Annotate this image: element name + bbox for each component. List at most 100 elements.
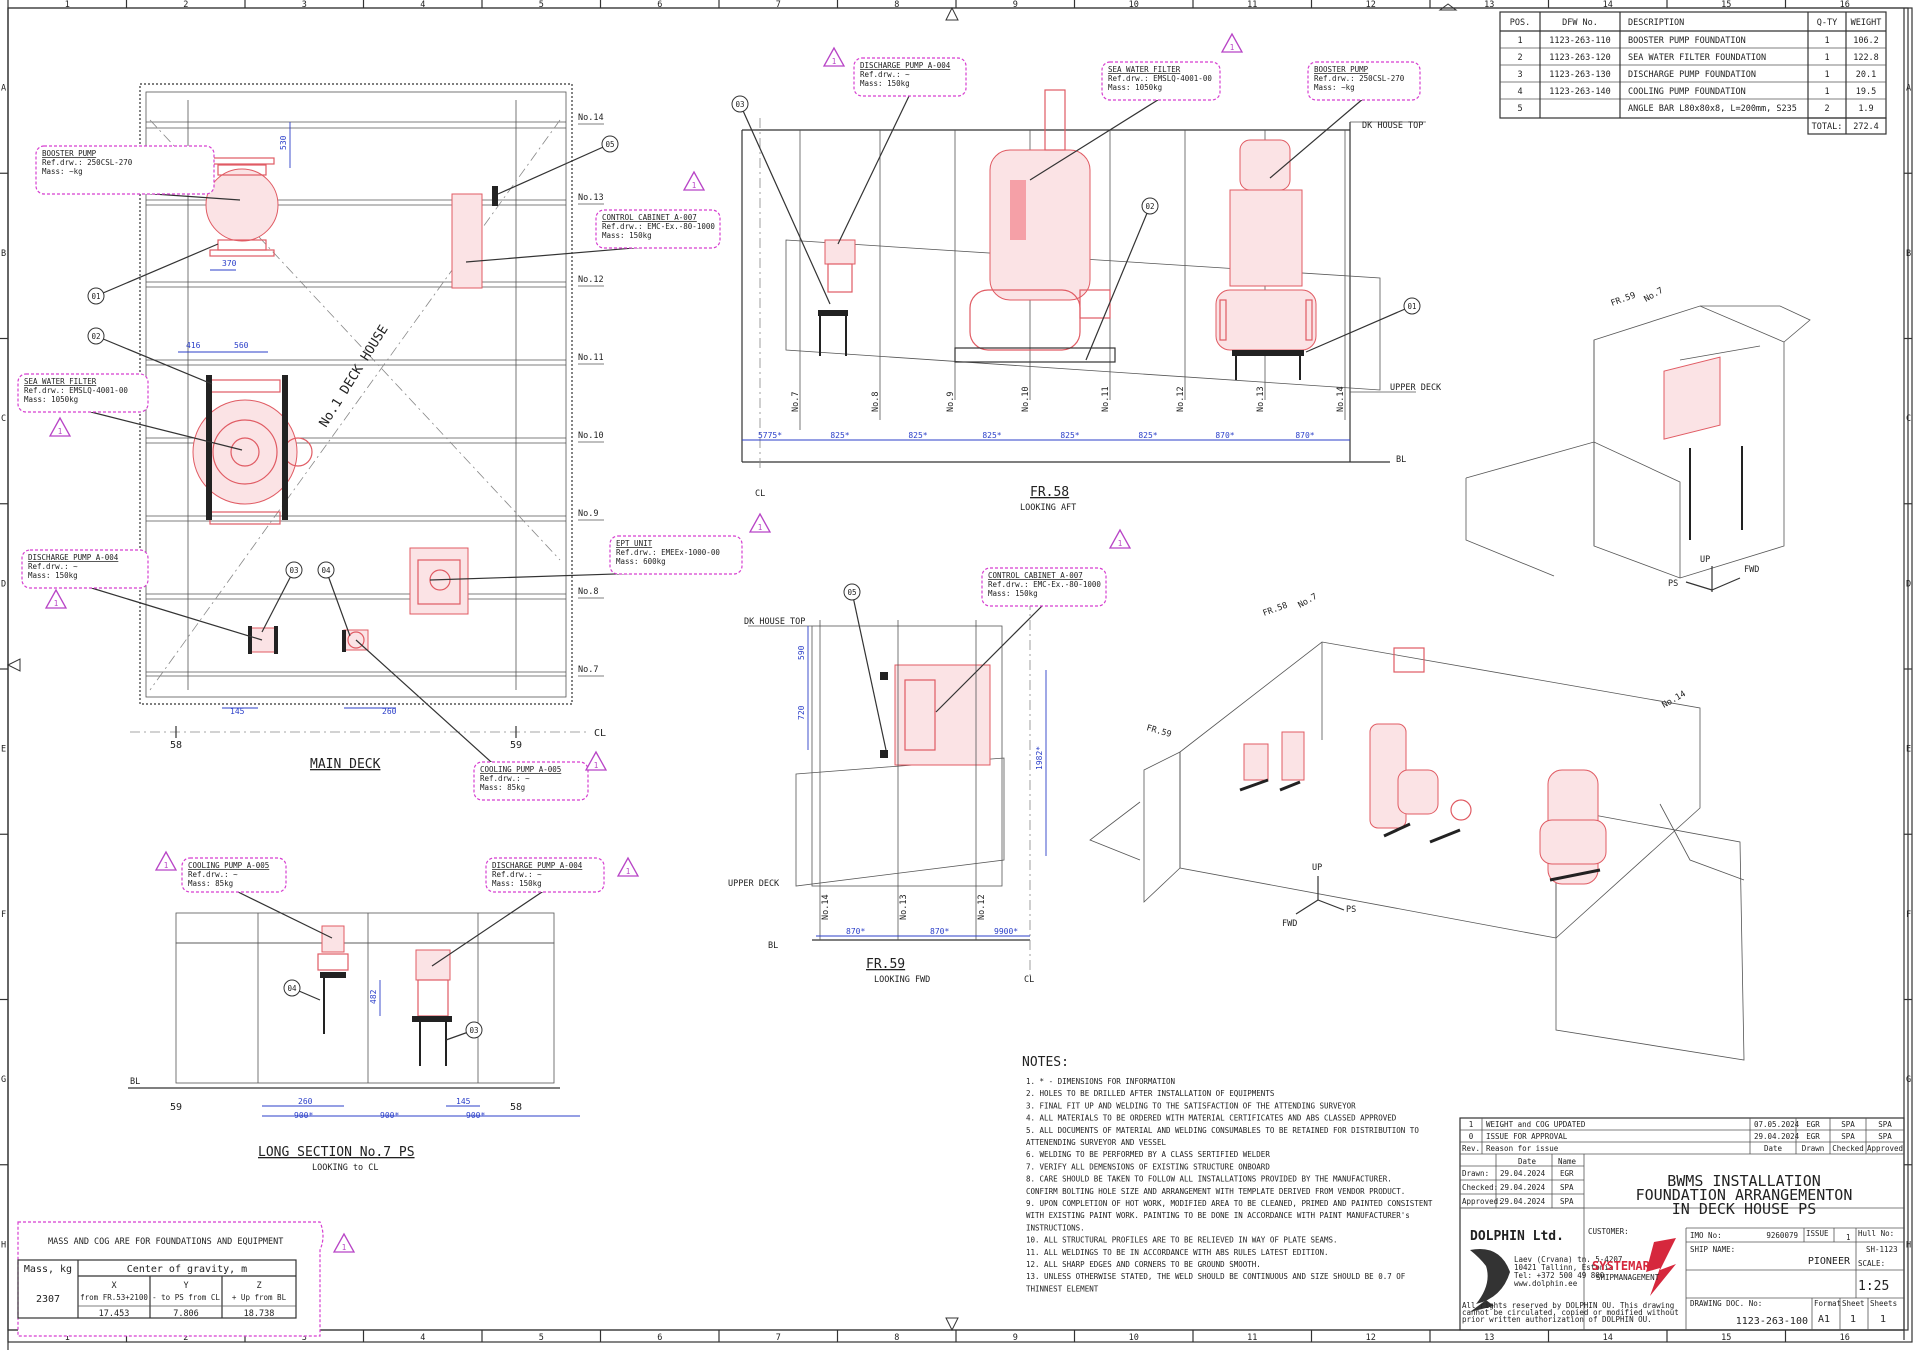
callout-name: DISCHARGE PUMP A-004 [28, 553, 119, 562]
column-label: 5 [539, 0, 544, 10]
column-label: 11 [1247, 0, 1257, 10]
revision-triangle-icon: 1 [822, 46, 846, 67]
dim-ls-900c: 900* [466, 1111, 485, 1120]
frame-label: No.14 [1336, 386, 1346, 412]
column-label: 1 [65, 1333, 70, 1343]
balloon-label: 01 [1407, 302, 1416, 311]
parts-cell: 4 [1517, 87, 1522, 97]
frame-label: No.9 [578, 509, 598, 519]
fr58-subtitle: LOOKING AFT [1020, 503, 1076, 513]
parts-cell: SEA WATER FILTER FOUNDATION [1628, 53, 1766, 63]
main-deck-title: MAIN DECK [310, 757, 381, 772]
revision-cell: 0 [1469, 1132, 1474, 1141]
revision-cell: EGR [1806, 1120, 1820, 1129]
parts-cell: 106.2 [1853, 36, 1879, 46]
revision-number: 1 [1118, 539, 1123, 548]
dim-416: 416 [186, 341, 201, 350]
balloon-p02: 02 [87, 327, 213, 385]
sign-date: 29.04.2024 [1500, 1197, 1546, 1206]
fr58-bl: BL [1396, 455, 1406, 465]
iso-large-ps: PS [1346, 905, 1356, 915]
long-section-title: LONG SECTION No.7 PS [258, 1145, 415, 1160]
parts-cell: 1 [1824, 36, 1829, 46]
note-line: 2. HOLES TO BE DRILLED AFTER INSTALLATIO… [1026, 1089, 1275, 1098]
cog-z-value: 18.738 [244, 1309, 275, 1319]
scale-label: SCALE: [1858, 1259, 1885, 1268]
hull-value: SH-1123 [1866, 1245, 1898, 1254]
callout-mass: Mass: ~kg [1314, 83, 1355, 92]
revision-header: Reason for issue [1486, 1144, 1559, 1153]
booster-pump-plan [205, 157, 279, 257]
company-address-line: Tel: +372 500 49 800 [1514, 1271, 1605, 1280]
fr58-cl: CL [755, 489, 765, 499]
revision-triangle-icon: 1 [1108, 528, 1132, 549]
revision-number: 1 [758, 523, 763, 532]
callout-ref: Ref.drw.: ~ [188, 870, 238, 879]
balloon-label: 04 [321, 566, 331, 575]
discharge-pump-elevation [818, 239, 856, 356]
parts-cell: 1123-263-140 [1549, 87, 1610, 97]
row-label: B [1906, 249, 1911, 259]
balloon-p02: 02 [1085, 197, 1159, 361]
doc-value: 1123-263-100 [1736, 1316, 1808, 1327]
long-section-frame-58: 58 [510, 1102, 522, 1113]
row-label: E [1906, 745, 1911, 755]
column-label: 15 [1721, 0, 1731, 10]
center-mark-icon [6, 658, 21, 672]
column-label: 14 [1603, 0, 1613, 10]
dim-560: 560 [234, 341, 249, 350]
parts-header-weight: WEIGHT [1851, 18, 1882, 28]
isometric-view-large: UP PS FWD FR.58 No.7 FR.59 No.14 [1089, 592, 1745, 1061]
systemar-logo-icon [1646, 1238, 1676, 1296]
revision-cell: SPA [1841, 1132, 1855, 1141]
fr59-dk-house-top: DK HOUSE TOP [744, 617, 805, 627]
cooling-pump-plan [342, 629, 369, 652]
parts-cell: 5 [1517, 104, 1522, 114]
revision-triangle-icon: 1 [1220, 32, 1244, 53]
cog-x-value: 17.453 [99, 1309, 130, 1319]
revision-header: Checked [1832, 1144, 1864, 1153]
callout-name: BOOSTER PUMP [1314, 65, 1369, 74]
parts-cell: 1123-263-120 [1549, 53, 1610, 63]
sign-date: 29.04.2024 [1500, 1183, 1546, 1192]
revision-header: Approved [1867, 1144, 1903, 1153]
frame-label: No.9 [946, 392, 956, 412]
row-label: D [1906, 579, 1911, 589]
iso-large-fr59: FR.59 [1145, 723, 1172, 740]
dim-870b: 870* [930, 927, 949, 936]
callout-name: EPT UNIT [616, 539, 653, 548]
balloon-p05: 05 [497, 135, 619, 195]
dim-590: 590 [797, 645, 806, 660]
sign-name: SPA [1560, 1183, 1574, 1192]
format-label: Format [1814, 1299, 1841, 1308]
long-section-bl: BL [130, 1077, 140, 1087]
main-deck-cl-label: CL [594, 728, 606, 739]
cog-x-label: X [111, 1281, 117, 1291]
rights-line: cannot be circulated, copied or modified… [1462, 1308, 1679, 1317]
dimension-label: 870* [1295, 431, 1314, 440]
balloon-p03: 03 [445, 1021, 483, 1041]
row-label: B [1, 249, 6, 259]
dim-370: 370 [222, 259, 237, 268]
revision-triangle-icon: 1 [44, 588, 68, 609]
callout-mass: Mass: 1050kg [1108, 83, 1162, 92]
note-line: 9. UPON COMPLETION OF HOT WORK, MODIFIED… [1026, 1199, 1433, 1208]
parts-cell: 1.9 [1858, 104, 1873, 114]
row-label: F [1906, 910, 1911, 920]
column-label: 2 [183, 1333, 188, 1343]
frame-label: No.10 [1021, 386, 1031, 412]
dim-482: 482 [369, 989, 378, 1004]
parts-total-label: TOTAL: [1812, 122, 1843, 132]
parts-cell: 3 [1517, 70, 1522, 80]
note-line: 13. UNLESS OTHERWISE STATED, THE WELD SH… [1026, 1272, 1406, 1281]
revision-triangle-icon: 1 [584, 750, 608, 771]
column-label: 6 [657, 1333, 662, 1343]
dimension-label: 5775* [758, 431, 782, 440]
revision-cell: EGR [1806, 1132, 1820, 1141]
